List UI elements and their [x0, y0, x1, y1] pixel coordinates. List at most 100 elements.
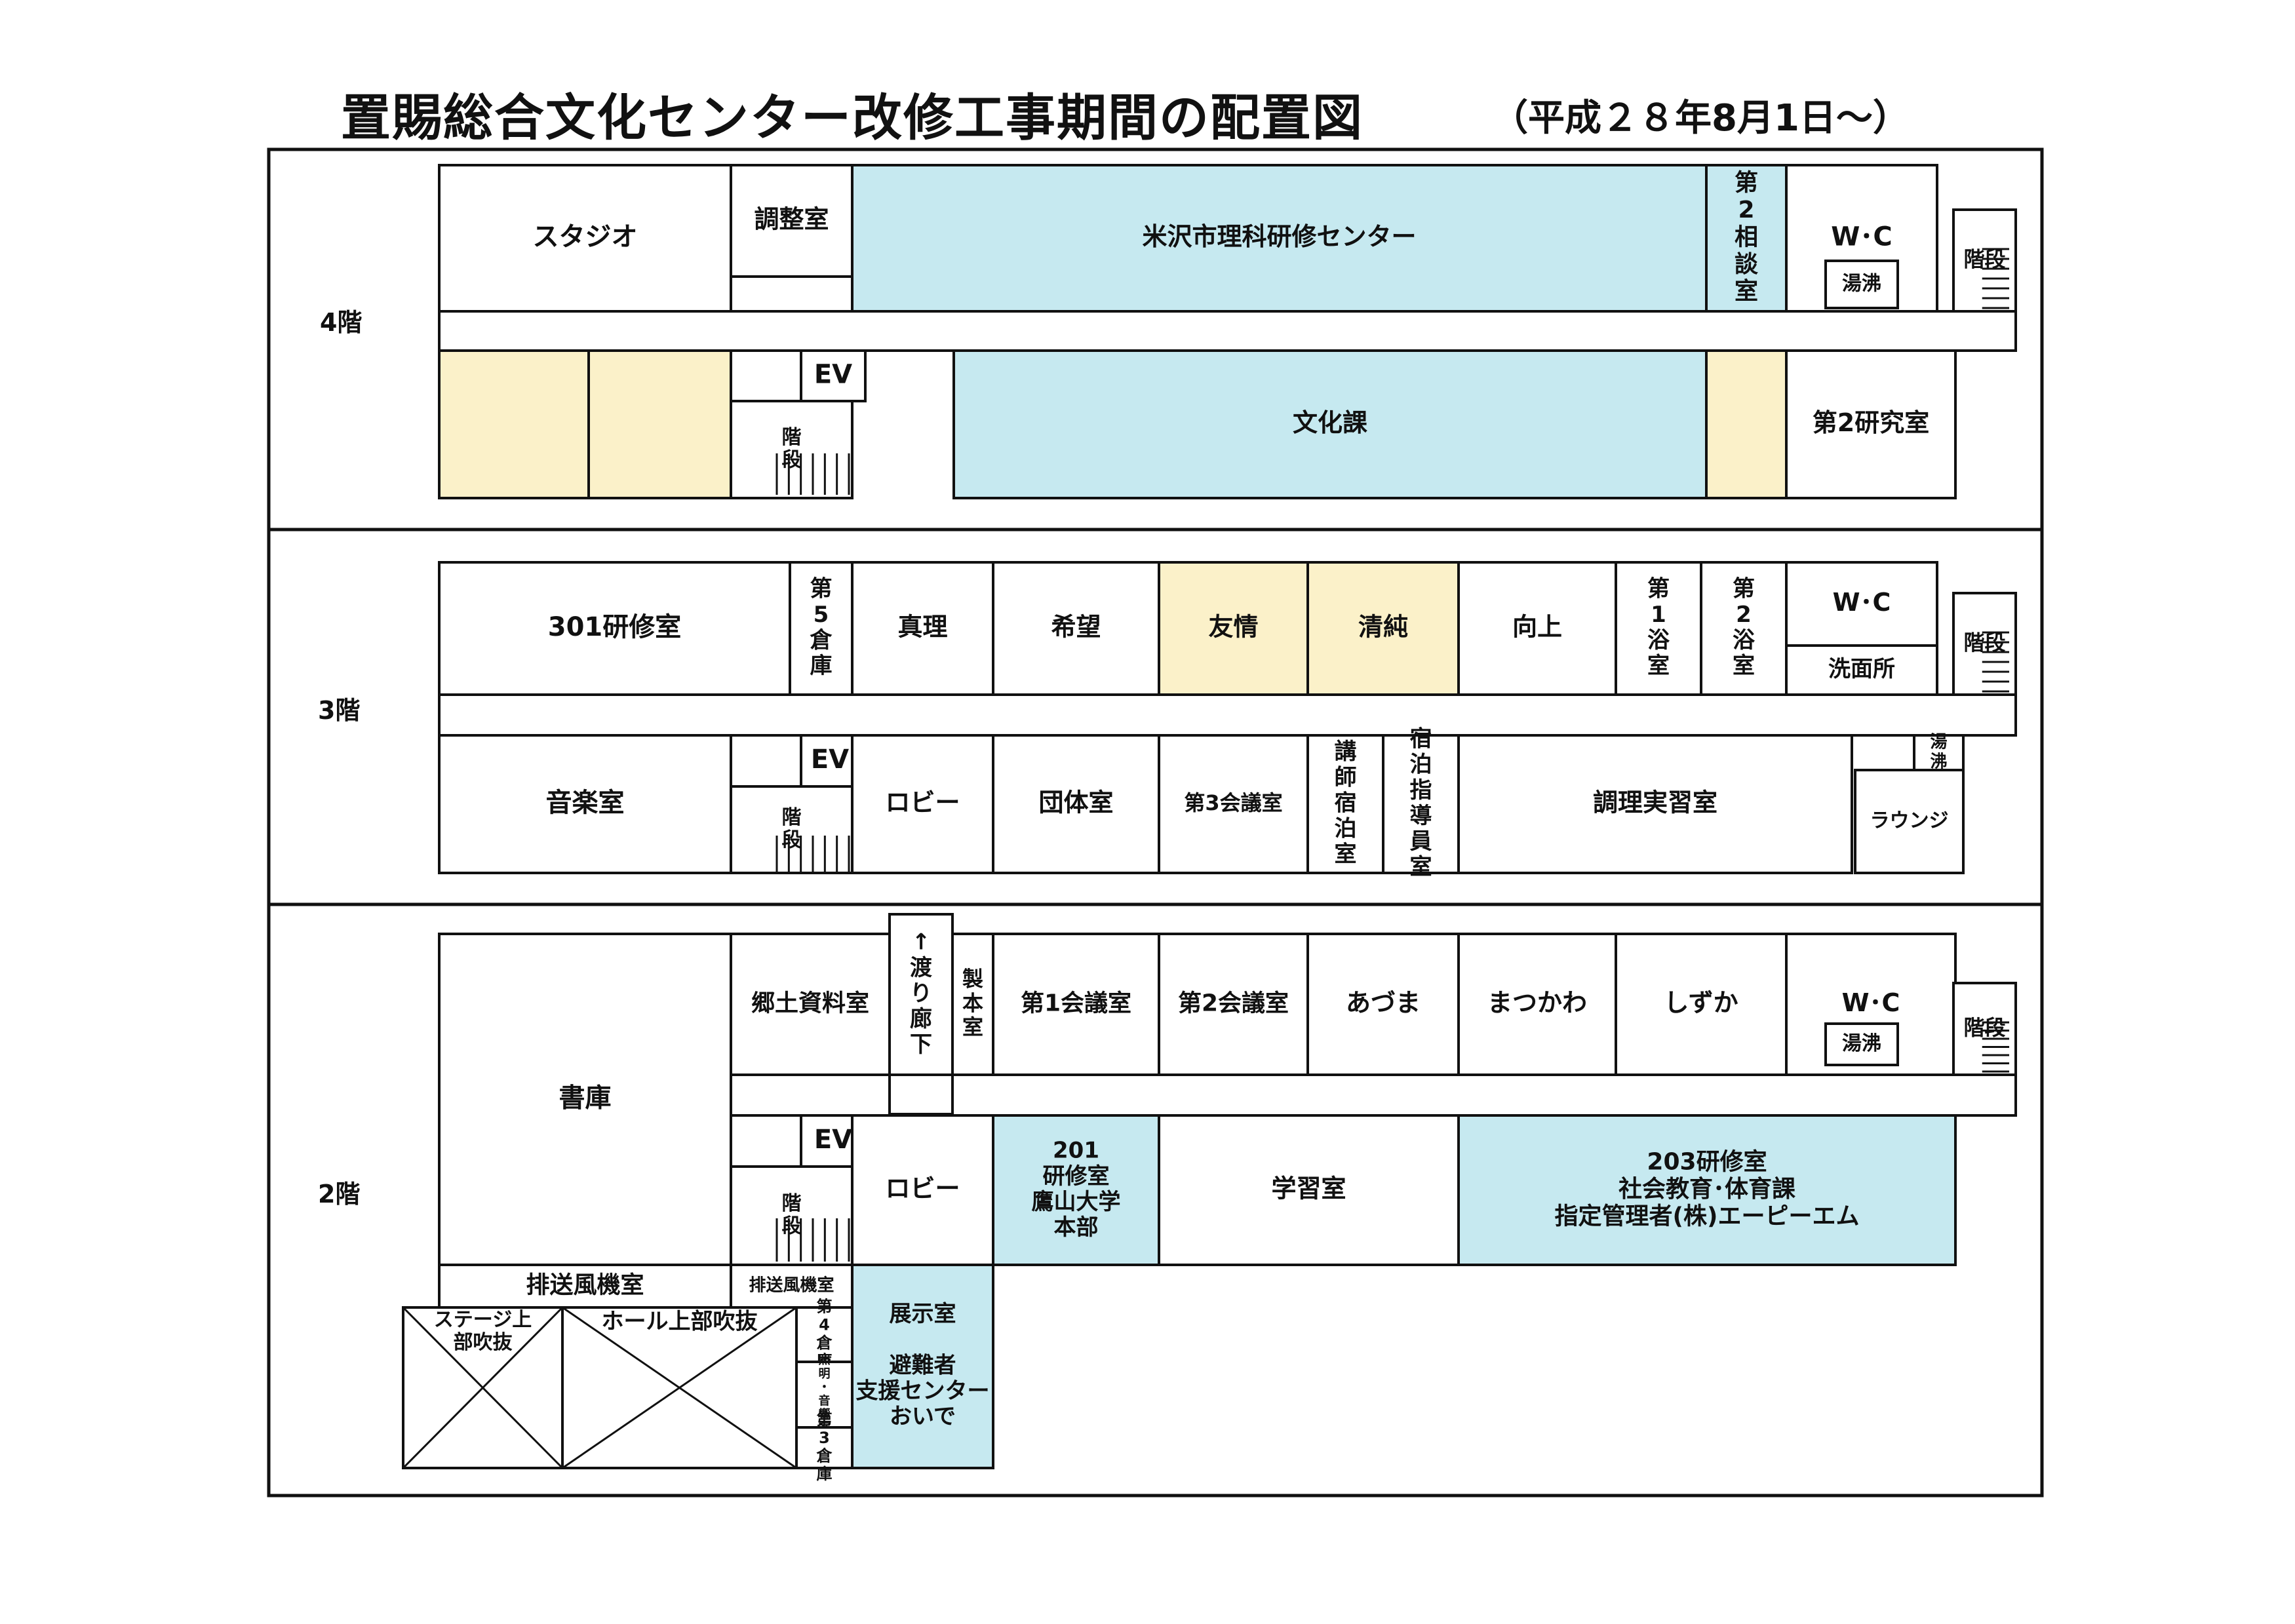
room-box [587, 349, 732, 499]
room-label: 泊 [1410, 752, 1432, 778]
room-label: EV [814, 1125, 852, 1155]
room-box [1158, 1114, 1460, 1266]
room-label: 団体室 [1038, 788, 1113, 817]
room-label: 湯沸 [1842, 272, 1881, 295]
room-box [438, 561, 791, 696]
room: 湯沸 [1824, 260, 1899, 309]
room-box [730, 933, 891, 1076]
room: 調理実習室 [1457, 734, 1853, 874]
room: ラウンジ [1854, 769, 1965, 874]
room: 第1会議室 [992, 933, 1160, 1076]
room-box [1705, 349, 1788, 499]
room-label: 避難者 [890, 1352, 956, 1378]
room-label: 室 [1733, 653, 1755, 679]
room-label: EV [814, 360, 852, 390]
room-label: 室 [1735, 278, 1758, 305]
room-box [1306, 561, 1460, 696]
room-label: 第 [1735, 170, 1758, 197]
stairs [775, 248, 2009, 1262]
room-label: まつかわ [1487, 988, 1587, 1017]
room: EV [800, 734, 860, 788]
room-label: 響 [819, 1407, 831, 1421]
room-label: 照 [819, 1353, 831, 1367]
room-box [992, 734, 1160, 874]
room-label: 相 [1735, 223, 1758, 250]
room: 向上 [1457, 561, 1617, 696]
room: 書庫 [438, 933, 732, 1266]
room: 階段 [1952, 592, 2017, 696]
room-box [795, 1426, 853, 1469]
room-box [1952, 982, 2017, 1076]
room-label: 談 [1735, 251, 1758, 278]
room-label: 指定管理者(株)エーピーエム [1555, 1203, 1860, 1229]
room-label: 室 [1410, 854, 1432, 880]
room [438, 349, 590, 499]
room-label: 師 [1335, 764, 1357, 790]
room-box [851, 1264, 994, 1469]
room: 排送風機室 [438, 1264, 732, 1309]
room-label: 階 [782, 426, 802, 449]
room-label: 第2会議室 [1178, 990, 1289, 1016]
room-label: 製 [962, 967, 983, 992]
room: EV [800, 349, 867, 402]
floor-label: 4階 [320, 308, 362, 337]
room-label: 支援センター [856, 1378, 990, 1404]
room-label: 導 [1410, 803, 1432, 829]
room-label: 第 [1733, 576, 1755, 602]
room-box [438, 349, 590, 499]
page-subtitle: （平成２８年8月1日～） [1491, 97, 1910, 140]
room-label: 向上 [1512, 612, 1562, 641]
floor-frame [267, 902, 2044, 1498]
room-label: 音楽室 [546, 788, 625, 818]
room: スタジオ [438, 164, 732, 313]
room-label: ロビー [885, 788, 960, 817]
room: 希望 [992, 561, 1160, 696]
room-box [1158, 561, 1309, 696]
room: 友情 [1158, 561, 1309, 696]
room: 第2会議室 [1158, 933, 1309, 1076]
room-box [952, 349, 1708, 499]
room-label: ロビー [885, 1174, 960, 1203]
room-box [1785, 349, 1957, 499]
room-box [1615, 561, 1702, 696]
room: 301研修室 [438, 561, 791, 696]
stair-symbol [775, 1218, 850, 1262]
room-label: 友情 [1208, 612, 1258, 641]
room-label: W･C [1831, 222, 1892, 252]
room: 団体室 [992, 734, 1160, 874]
room-label: 第 [810, 576, 833, 602]
room-label: 第 [817, 1410, 833, 1429]
room [587, 349, 732, 499]
room-label: 下 [910, 1032, 932, 1058]
room-box [992, 1114, 1160, 1266]
room-box [800, 349, 867, 402]
room-label: 調整室 [754, 204, 829, 233]
room-label: 廊 [910, 1006, 932, 1032]
room-label: 4 [819, 1315, 830, 1334]
room-label: 203研修室 [1647, 1149, 1767, 1176]
room: 階段 [730, 1165, 853, 1266]
void-mark [562, 1306, 797, 1469]
room-label: ・ [819, 1381, 831, 1395]
room-label: 渡 [910, 955, 932, 981]
room-box [992, 561, 1160, 696]
room-label: 希望 [1051, 612, 1101, 641]
room-label: 郷土資料室 [751, 990, 869, 1016]
room-box [1306, 933, 1460, 1076]
room-box [1913, 734, 1965, 771]
room-box [1158, 734, 1309, 874]
stair-symbol [775, 836, 850, 872]
room: ロビー [851, 734, 994, 874]
room: 階段 [730, 400, 853, 499]
room-label: 第2研究室 [1813, 408, 1929, 437]
room: 洗面所 [1785, 644, 1938, 696]
room-label: W･C [1833, 588, 1891, 617]
room: 湯沸 [1913, 733, 1965, 772]
room-label: しずか [1664, 988, 1738, 1017]
